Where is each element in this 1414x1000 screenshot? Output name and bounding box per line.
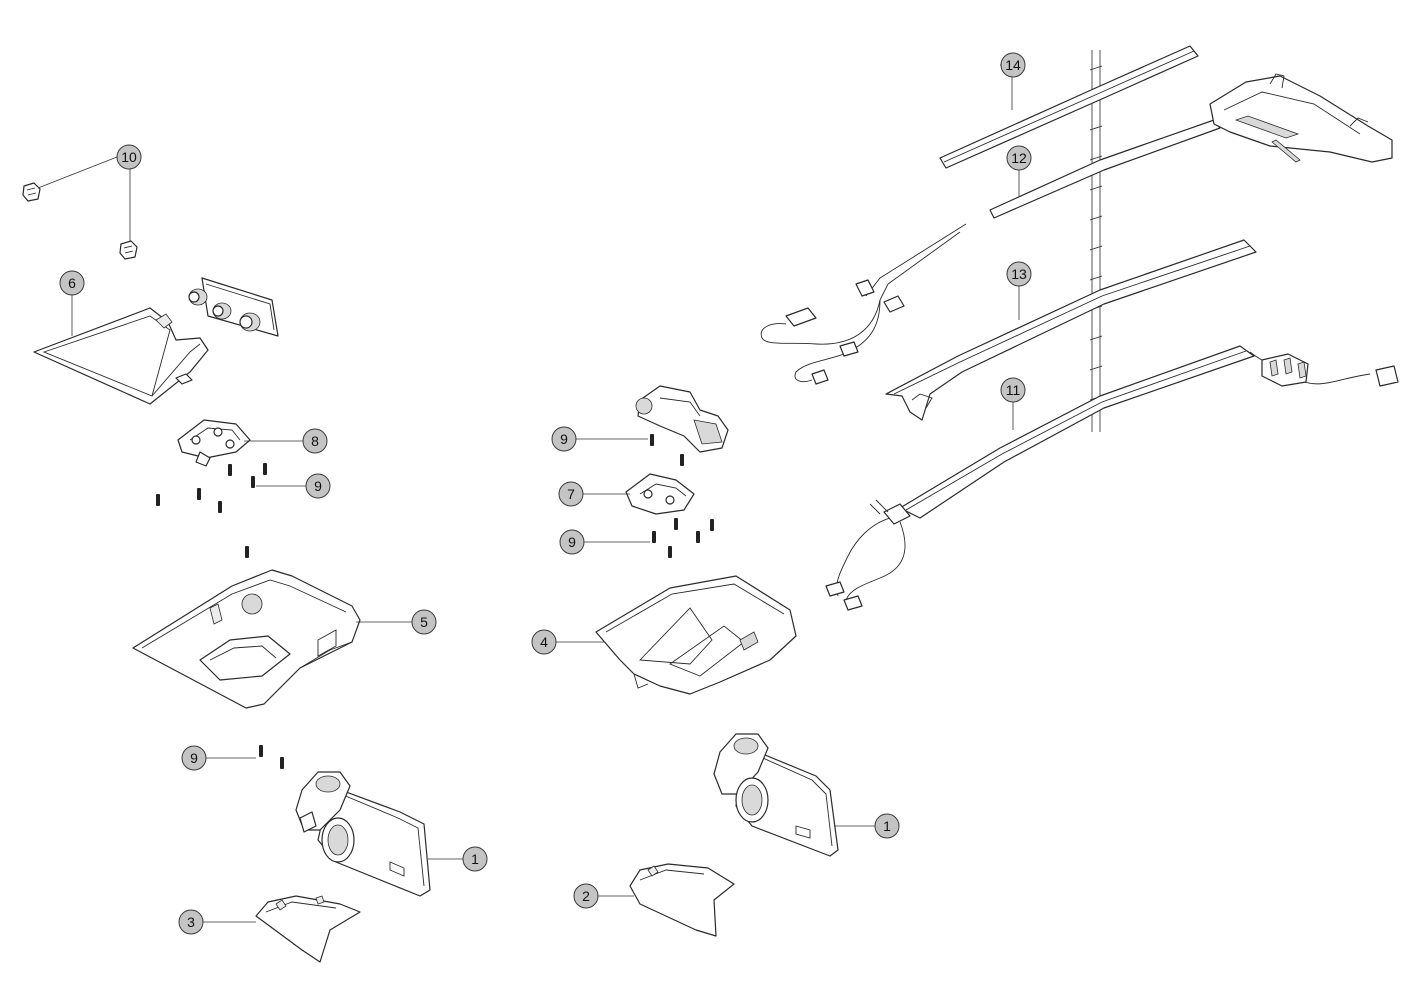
callout-10: 10 — [116, 144, 142, 170]
callout-9-left-lower: 9 — [181, 745, 207, 771]
callout-1-left: 1 — [462, 846, 488, 872]
callout-6-label: 6 — [68, 275, 76, 291]
cover-part-3 — [255, 895, 361, 963]
callout-1-right-label: 1 — [883, 818, 891, 834]
bracket-part-8 — [177, 419, 251, 467]
callout-9-left-upper: 9 — [305, 473, 331, 499]
callout-8: 8 — [302, 428, 328, 454]
callout-10-label: 10 — [121, 149, 137, 165]
sensor-cover-part-6 — [33, 277, 279, 405]
callout-7: 7 — [558, 481, 584, 507]
harness-part-12 — [760, 73, 1393, 385]
clip-part-10 — [22, 182, 138, 260]
callout-11: 11 — [1000, 377, 1026, 403]
housing-part-5 — [132, 569, 361, 709]
callout-9-middle-upper-label: 9 — [560, 431, 568, 447]
screw-group-left-lower — [259, 745, 284, 769]
callout-2-label: 2 — [582, 888, 590, 904]
callout-11-label: 11 — [1006, 382, 1021, 398]
callout-4: 4 — [531, 629, 557, 655]
bracket-part-7 — [625, 473, 695, 515]
callout-3-label: 3 — [187, 914, 195, 930]
callout-9-left-lower-label: 9 — [190, 750, 198, 766]
callout-13-label: 13 — [1011, 266, 1027, 282]
trim-strip-part-14 — [939, 45, 1199, 169]
callout-7-label: 7 — [567, 486, 575, 502]
harness-part-11 — [825, 345, 1399, 611]
callout-1-right: 1 — [874, 813, 900, 839]
callout-9-middle-lower-label: 9 — [568, 534, 576, 550]
callout-2: 2 — [573, 883, 599, 909]
callout-9-left-upper-label: 9 — [314, 478, 322, 494]
callout-14: 14 — [1000, 52, 1026, 78]
trim-channel-part-13 — [885, 239, 1257, 421]
roof-cut-line — [1089, 50, 1103, 432]
leader-lines — [37, 64, 1020, 923]
callout-6: 6 — [59, 270, 85, 296]
screw-group-left-upper — [156, 463, 267, 558]
callout-5: 5 — [411, 609, 437, 635]
mirror-part-1-left — [295, 771, 431, 897]
mirror-part-1-right — [713, 733, 839, 857]
callout-1-left-label: 1 — [471, 851, 479, 867]
cover-part-2 — [629, 863, 735, 937]
callout-3: 3 — [178, 909, 204, 935]
housing-part-4 — [595, 575, 797, 695]
callout-5-label: 5 — [420, 614, 428, 630]
callout-8-label: 8 — [311, 433, 319, 449]
screw-group-middle-upper — [650, 434, 684, 466]
callout-14-label: 14 — [1005, 57, 1021, 73]
callout-4-label: 4 — [540, 634, 548, 650]
screw-group-middle-lower — [652, 518, 714, 558]
callout-13: 13 — [1006, 261, 1032, 287]
callout-9-middle-lower: 9 — [559, 529, 585, 555]
callout-12-label: 12 — [1011, 150, 1027, 166]
callout-9-middle-upper: 9 — [551, 426, 577, 452]
callout-12: 12 — [1006, 145, 1032, 171]
camera-unit-middle — [635, 385, 729, 453]
